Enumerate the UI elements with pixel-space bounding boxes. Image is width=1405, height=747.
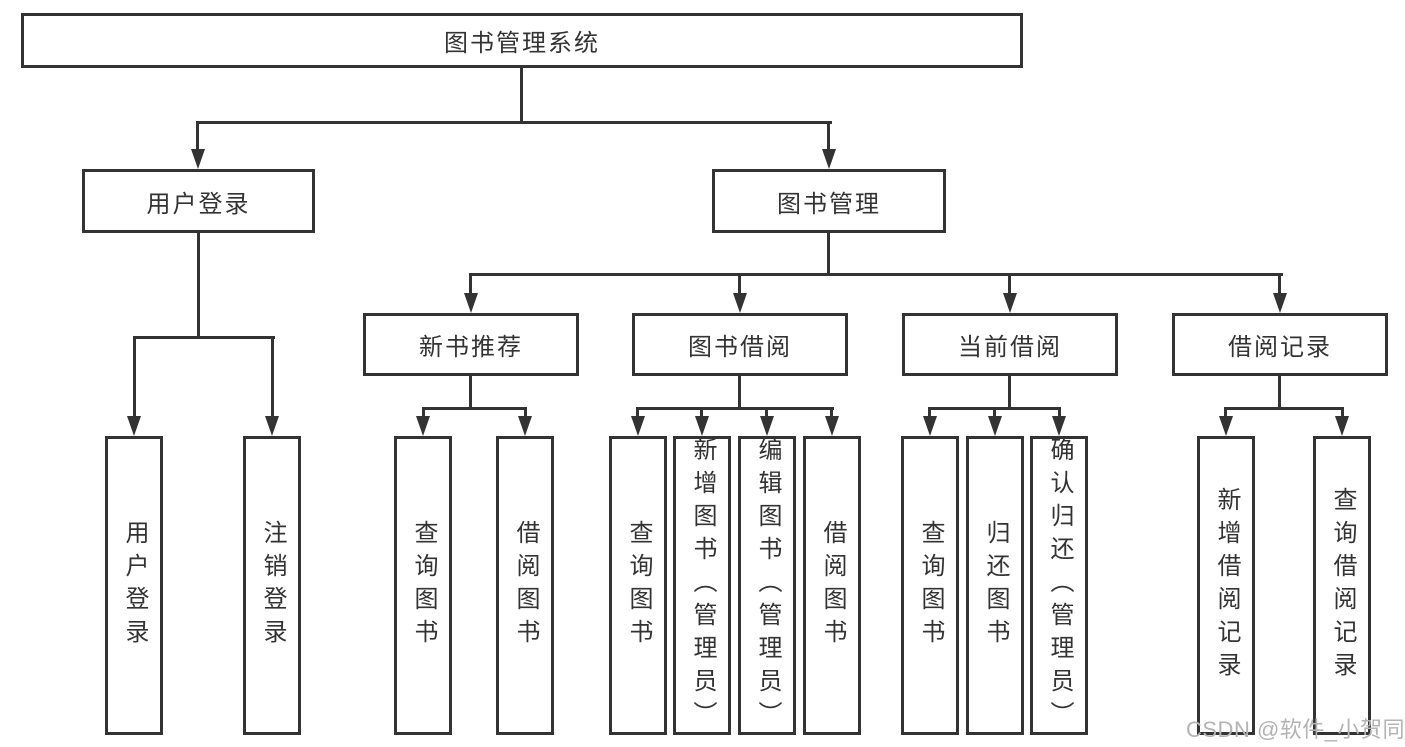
connector-line <box>1341 410 1344 418</box>
node-label: 图书借阅 <box>688 334 792 361</box>
arrowhead-icon <box>127 416 141 436</box>
connector-line <box>1278 376 1281 410</box>
leaf-label: 查询图书 <box>410 519 437 652</box>
connector-line <box>197 233 200 339</box>
leaf-borrow-books-recommend: 借阅图书 <box>496 436 554 735</box>
connector-line <box>827 124 830 151</box>
leaf-logout: 注销登录 <box>243 436 301 735</box>
arrowhead-icon <box>988 416 1002 436</box>
arrowhead-icon <box>416 416 430 436</box>
connector-line <box>520 68 523 124</box>
leaf-query-books-borrowing: 查询图书 <box>609 436 667 735</box>
arrowhead-icon <box>822 149 836 169</box>
connector-line <box>133 339 136 417</box>
connector-line <box>1058 410 1061 418</box>
arrowhead-icon <box>825 416 839 436</box>
leaf-user-login: 用户登录 <box>105 436 163 735</box>
arrowhead-icon <box>518 416 532 436</box>
connector-line <box>928 410 931 418</box>
leaf-query-books-current: 查询图书 <box>901 436 959 735</box>
leaf-query-borrow-record: 查询借阅记录 <box>1313 436 1371 735</box>
leaf-label: 新增图书（管理员） <box>689 437 716 734</box>
connector-line <box>196 124 199 151</box>
leaf-label: 查询图书 <box>917 519 944 652</box>
connector-line <box>636 407 834 410</box>
csdn-watermark: CSDN @软件_小贺同学 <box>1186 717 1405 742</box>
arrowhead-icon <box>1219 416 1233 436</box>
arrowhead-icon <box>695 416 709 436</box>
leaf-query-books-recommend: 查询图书 <box>394 436 452 735</box>
arrowhead-icon <box>733 293 747 313</box>
arrowhead-icon <box>191 149 205 169</box>
node-label: 当前借阅 <box>958 334 1062 361</box>
node-label: 借阅记录 <box>1228 334 1332 361</box>
connector-line <box>524 410 527 418</box>
node-new-book-recommendation: 新书推荐 <box>363 313 579 376</box>
connector-line <box>422 410 425 418</box>
connector-line <box>1224 407 1344 410</box>
node-label: 图书管理系统 <box>444 30 600 57</box>
connector-line <box>738 376 741 410</box>
node-book-borrowing: 图书借阅 <box>632 313 848 376</box>
connector-line <box>196 121 832 124</box>
node-library-management-system: 图书管理系统 <box>21 13 1023 68</box>
node-user-login: 用户登录 <box>82 169 315 233</box>
leaf-add-book-admin: 新增图书（管理员） <box>673 436 731 735</box>
connector-line <box>1008 376 1011 410</box>
connector-line <box>636 410 639 418</box>
leaf-label: 借阅图书 <box>819 519 846 652</box>
arrowhead-icon <box>1273 293 1287 313</box>
connector-line <box>827 233 830 276</box>
node-label: 图书管理 <box>777 190 881 218</box>
leaf-borrow-books-borrowing: 借阅图书 <box>803 436 861 735</box>
leaf-label: 确认归还（管理员） <box>1046 437 1073 734</box>
leaf-label: 查询图书 <box>625 519 652 652</box>
connector-line <box>422 407 527 410</box>
leaf-label: 借阅图书 <box>512 519 539 652</box>
connector-line <box>271 339 274 417</box>
arrowhead-icon <box>1003 293 1017 313</box>
leaf-edit-book-admin: 编辑图书（管理员） <box>738 436 796 735</box>
arrowhead-icon <box>631 416 645 436</box>
node-book-management: 图书管理 <box>712 169 946 233</box>
connector-line <box>1278 276 1281 294</box>
leaf-label: 用户登录 <box>121 519 148 652</box>
connector-line <box>469 376 472 410</box>
connector-line <box>1008 276 1011 294</box>
leaf-label: 归还图书 <box>982 519 1009 652</box>
arrowhead-icon <box>1335 416 1349 436</box>
connector-line <box>700 410 703 418</box>
node-label: 用户登录 <box>146 190 251 218</box>
node-label: 新书推荐 <box>419 334 523 361</box>
leaf-label: 新增借阅记录 <box>1213 486 1240 685</box>
connector-line <box>993 410 996 418</box>
arrowhead-icon <box>464 293 478 313</box>
leaf-label: 注销登录 <box>259 519 286 652</box>
leaf-label: 编辑图书（管理员） <box>754 437 781 734</box>
leaf-add-borrow-record: 新增借阅记录 <box>1197 436 1255 735</box>
connector-line <box>1224 410 1227 418</box>
connector-line <box>765 410 768 418</box>
arrowhead-icon <box>265 416 279 436</box>
node-current-borrowing: 当前借阅 <box>902 313 1118 376</box>
leaf-confirm-return-admin: 确认归还（管理员） <box>1030 436 1088 735</box>
connector-line <box>928 407 1061 410</box>
connector-line <box>469 273 1283 276</box>
connector-line <box>738 276 741 294</box>
node-borrowing-records: 借阅记录 <box>1172 313 1388 376</box>
arrowhead-icon <box>1052 416 1066 436</box>
leaf-label: 查询借阅记录 <box>1329 486 1356 685</box>
connector-line <box>830 410 833 418</box>
connector-line <box>469 276 472 294</box>
arrowhead-icon <box>923 416 937 436</box>
connector-line <box>133 336 275 339</box>
leaf-return-books: 归还图书 <box>966 436 1024 735</box>
arrowhead-icon <box>760 416 774 436</box>
